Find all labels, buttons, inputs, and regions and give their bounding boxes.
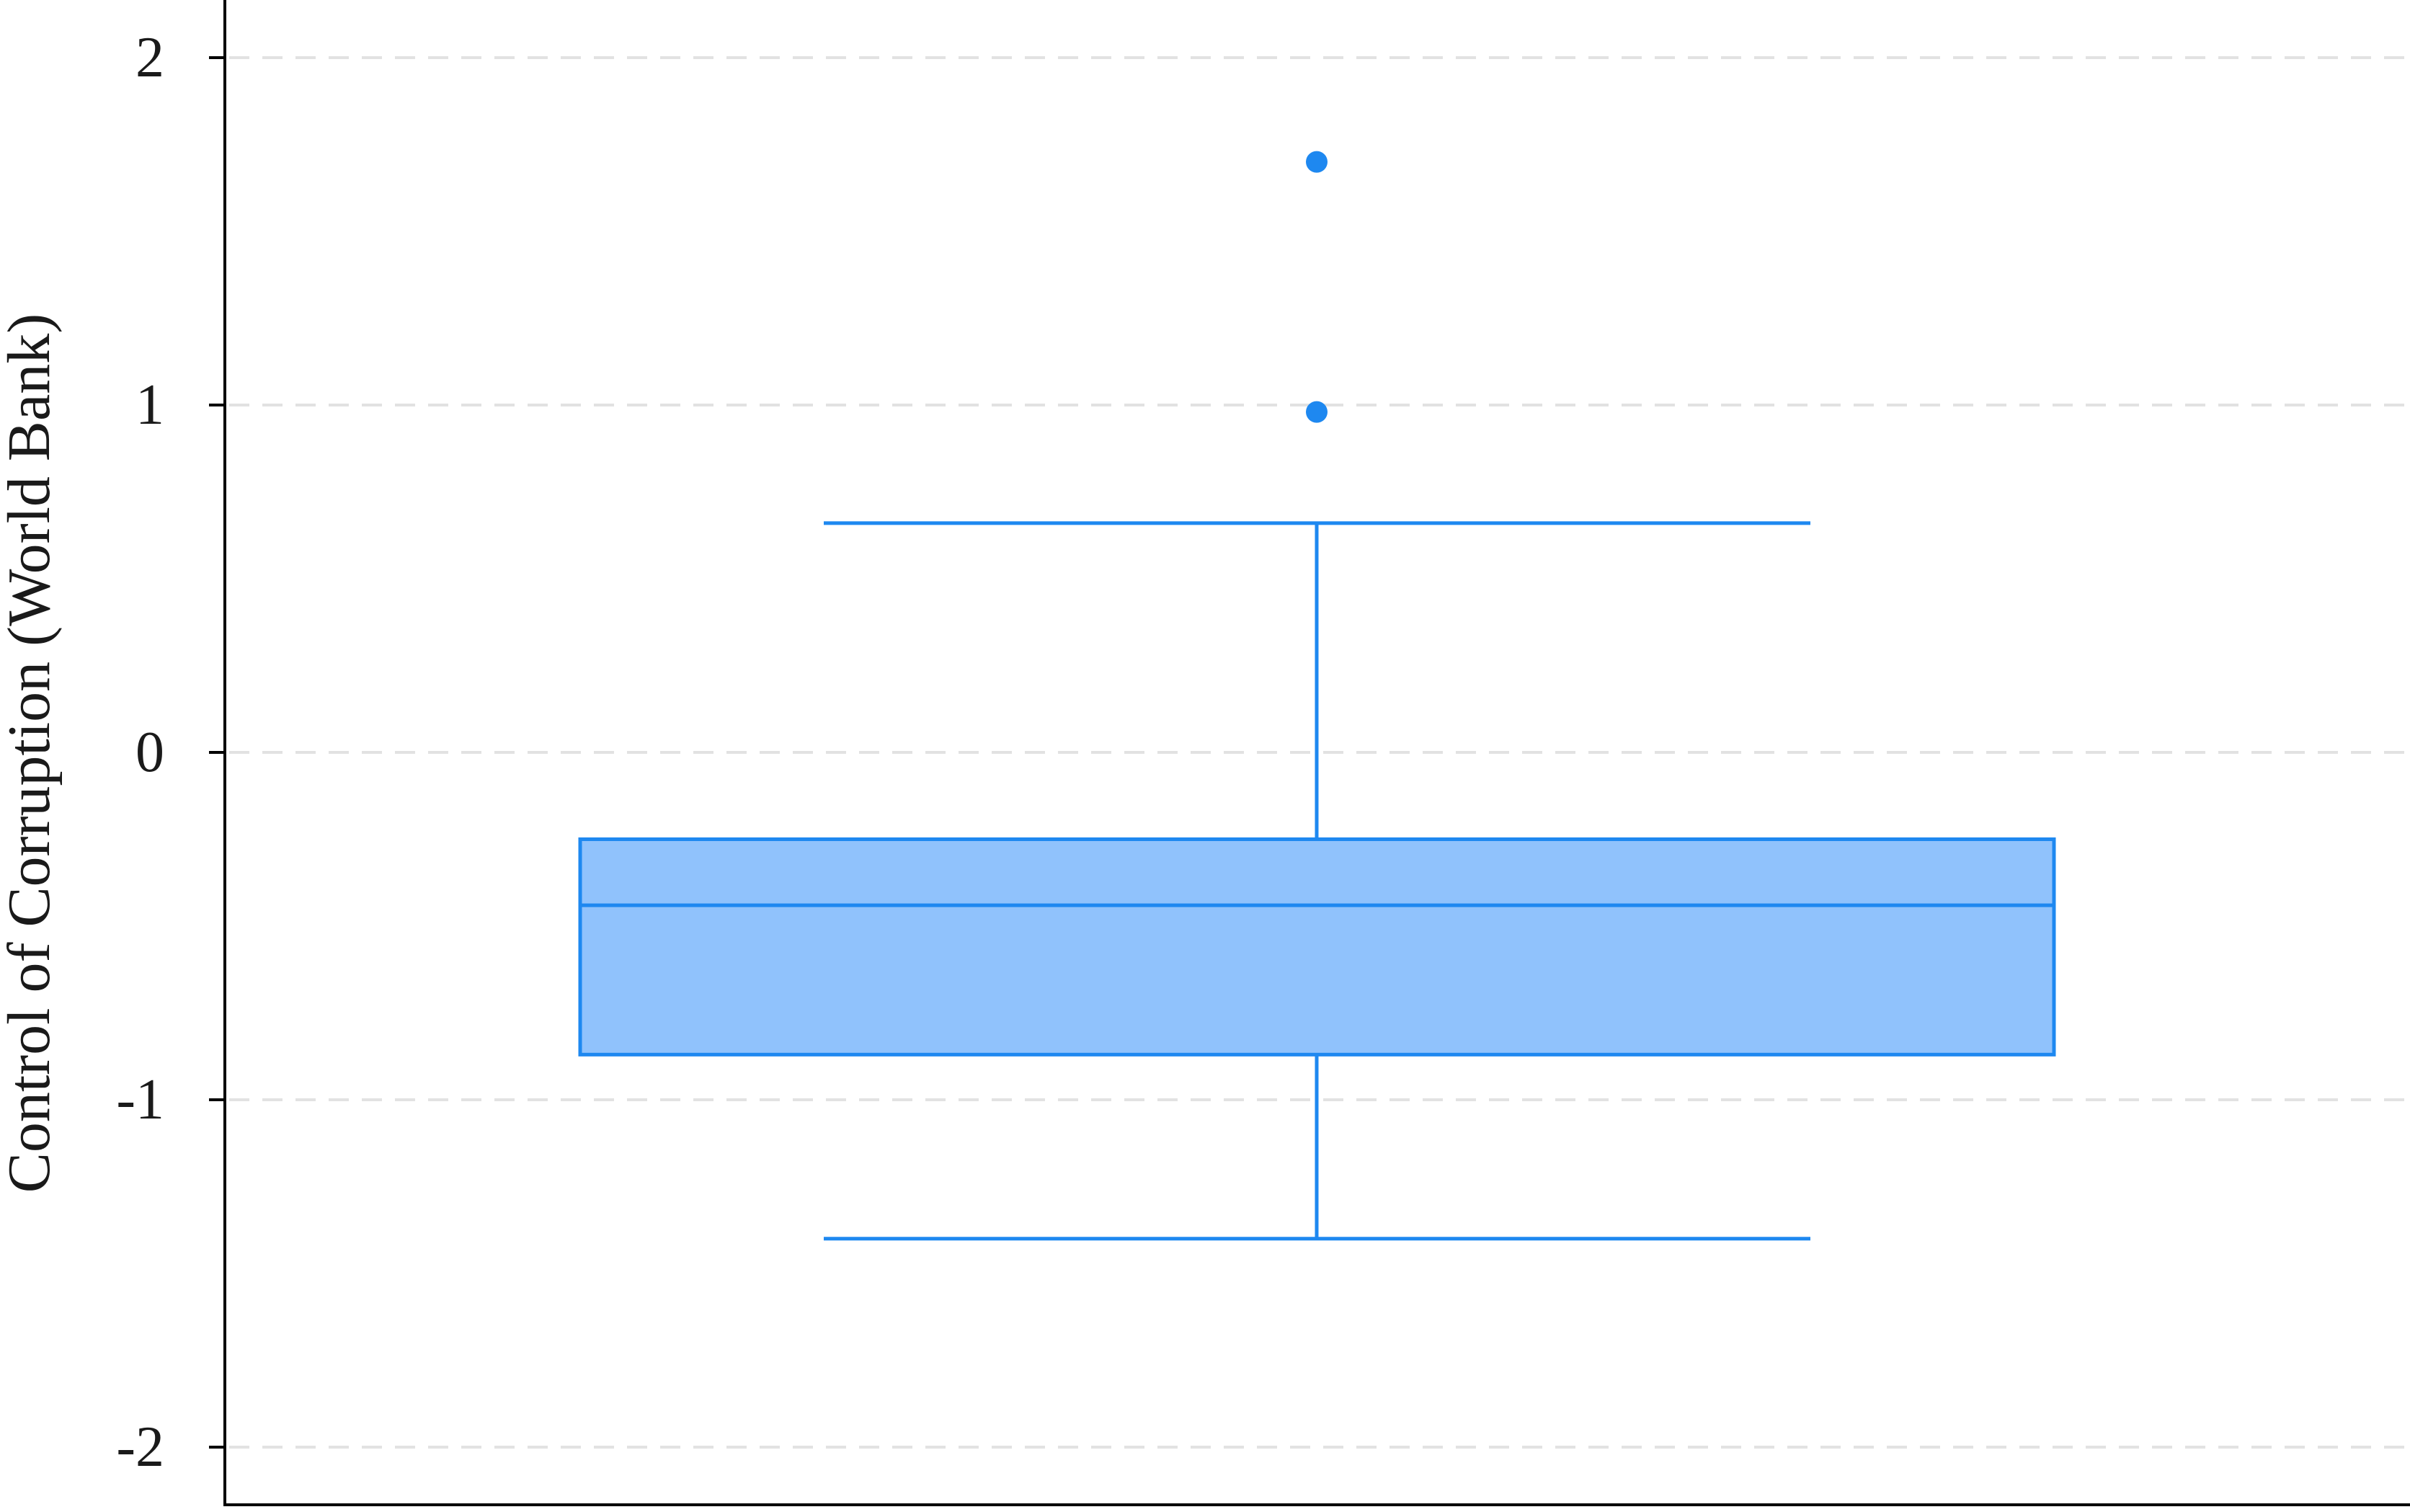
interquartile-box <box>578 837 2056 1057</box>
y-tick-label: 2 <box>135 26 164 89</box>
outlier-point <box>1306 401 1328 423</box>
y-tick-label: 0 <box>135 721 164 784</box>
y-tick-label: -2 <box>116 1415 164 1479</box>
y-tick-label: -1 <box>116 1068 164 1131</box>
outlier-point <box>1306 151 1328 173</box>
y-axis-ticks: 2 1 0 -1 -2 <box>116 26 225 1479</box>
boxplot <box>578 151 2056 1241</box>
y-axis-title: Control of Corruption (World Bank) <box>0 313 63 1193</box>
y-tick-label: 1 <box>135 373 164 437</box>
